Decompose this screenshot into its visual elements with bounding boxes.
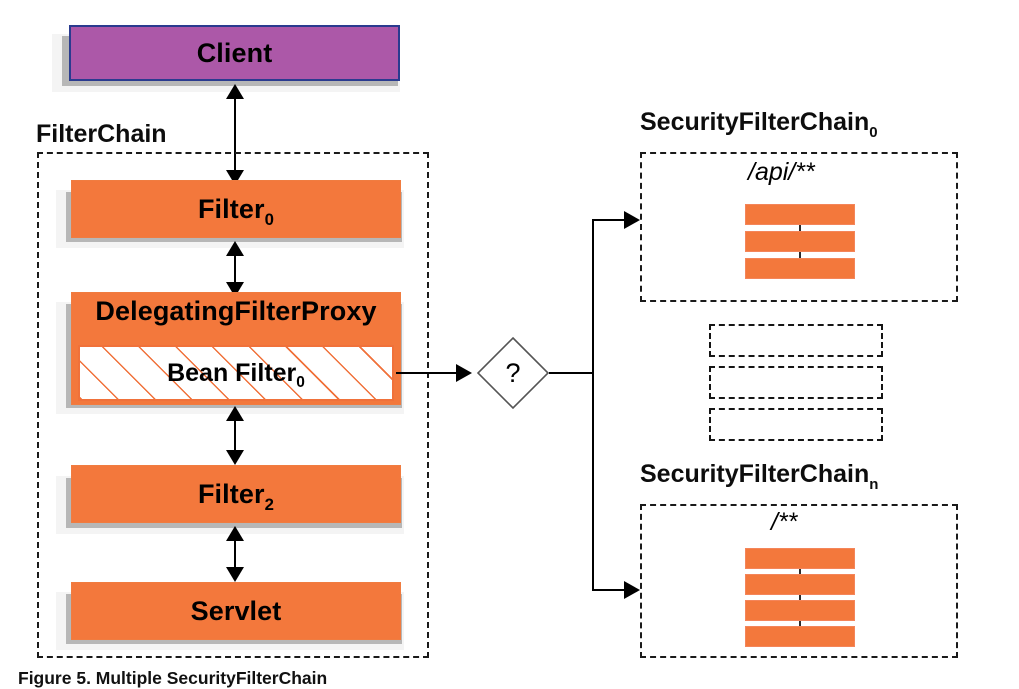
bean-filter-subscript: 0 xyxy=(296,374,305,391)
bean-filter-box[interactable]: Bean Filter0 xyxy=(78,345,394,401)
bean-to-decision-line xyxy=(396,372,458,374)
decision-label: ? xyxy=(505,357,521,388)
placeholder-chain xyxy=(709,366,883,399)
branch-to-chain0-line xyxy=(592,219,632,221)
placeholder-chain xyxy=(709,324,883,357)
security-chain-0-title: SecurityFilterChain0 xyxy=(640,108,878,141)
chain0-link-1 xyxy=(799,222,801,238)
chain0-filter-bar[interactable] xyxy=(745,231,855,252)
figure-caption: Figure 5. Multiple SecurityFilterChain xyxy=(18,668,328,688)
arrow-filter2-servlet-head-down xyxy=(226,567,244,582)
security-chain-0-frame xyxy=(640,152,958,302)
security-chain-n-path: /** xyxy=(771,508,798,536)
servlet-box[interactable]: Servlet xyxy=(71,582,401,640)
arrow-filter0-dfp-head-up xyxy=(226,241,244,256)
arrow-filter2-servlet-head-up xyxy=(226,526,244,541)
arrow-filter2-servlet-line xyxy=(234,530,236,578)
branch-to-chainn-arrowhead xyxy=(624,581,640,599)
delegating-filter-proxy-label: DelegatingFilterProxy xyxy=(95,296,377,326)
filter0-label: Filter0 xyxy=(197,193,275,229)
placeholder-chain xyxy=(709,408,883,441)
client-label: Client xyxy=(196,37,273,68)
chainn-filter-bar[interactable] xyxy=(745,626,855,647)
branch-to-chainn-line xyxy=(592,589,632,591)
chainn-filter-bar[interactable] xyxy=(745,574,855,595)
security-chain-n-frame xyxy=(640,504,958,658)
filterchain-label: FilterChain xyxy=(36,120,167,148)
arrow-client-filter0-head-up xyxy=(226,84,244,99)
chain0-filter-bar[interactable] xyxy=(745,204,855,225)
filter2-box[interactable]: Filter2 xyxy=(71,465,401,523)
client-box[interactable]: Client xyxy=(69,25,400,81)
arrow-client-filter0-line xyxy=(234,88,236,180)
security-chain-0-subscript: 0 xyxy=(869,123,878,141)
chainn-filter-bar[interactable] xyxy=(745,548,855,569)
chain0-link-2 xyxy=(799,248,801,264)
decision-diamond[interactable]: ? xyxy=(476,336,550,410)
filter0-subscript: 0 xyxy=(264,209,275,229)
arrow-filter0-dfp-line xyxy=(234,245,236,293)
filter0-box[interactable]: Filter0 xyxy=(71,180,401,238)
branch-to-chain0-arrowhead xyxy=(624,211,640,229)
arrow-dfp-filter2-head-down xyxy=(226,450,244,465)
security-chain-n-subscript: n xyxy=(869,475,879,493)
chainn-filter-bar[interactable] xyxy=(745,600,855,621)
servlet-label: Servlet xyxy=(190,595,282,626)
decision-out-line xyxy=(549,372,594,374)
security-chain-0-path: /api/** xyxy=(748,158,815,186)
bean-filter-label: Bean Filter0 xyxy=(167,358,305,391)
filter2-label: Filter2 xyxy=(197,478,275,514)
arrow-dfp-filter2-line xyxy=(234,410,236,460)
filter2-subscript: 2 xyxy=(264,494,275,514)
chain0-filter-bar[interactable] xyxy=(745,258,855,279)
decision-branch-vertical xyxy=(592,219,594,591)
arrow-dfp-filter2-head-up xyxy=(226,406,244,421)
security-chain-n-title: SecurityFilterChainn xyxy=(640,460,879,493)
filterchain-frame xyxy=(37,152,429,658)
bean-to-decision-arrowhead xyxy=(456,364,472,382)
